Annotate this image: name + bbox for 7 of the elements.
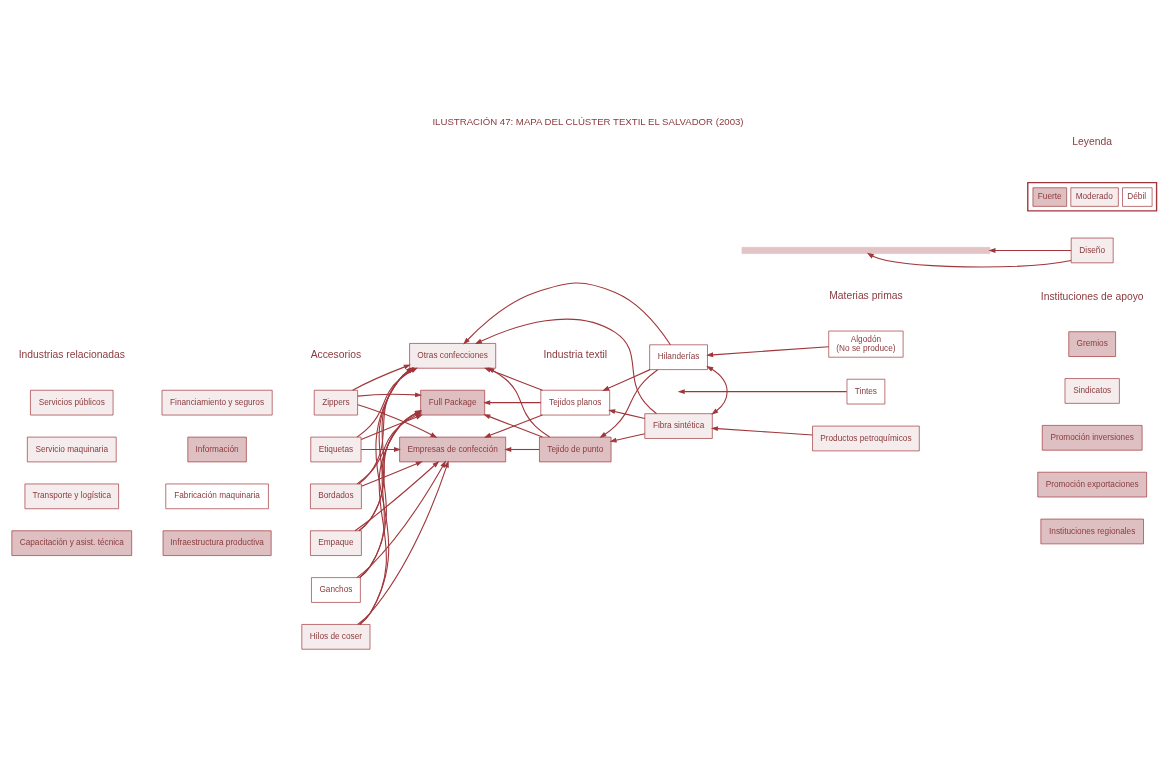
- label: Materias primas: [829, 289, 903, 301]
- label: Accesorios: [310, 348, 362, 360]
- label: Industria textil: [543, 348, 608, 360]
- label: Industrias relacionadas: [18, 348, 125, 360]
- label: Leyenda: [1072, 135, 1112, 147]
- label: Instituciones de apoyo: [1040, 290, 1144, 302]
- diagram-title: ILUSTRACIÓN 47: MAPA DEL CLÚSTER TEXTIL EL SALVADOR (2003): [432, 115, 744, 127]
